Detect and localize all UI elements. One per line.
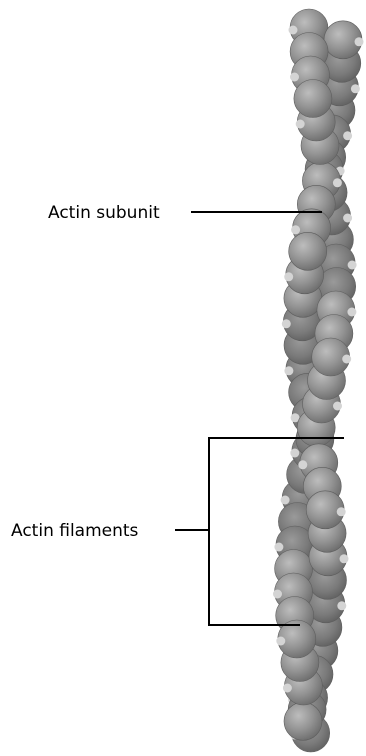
actin-subunit-knob [282,683,292,693]
actin-subunit-bead [293,79,333,118]
actin-subunit-knob [347,260,357,270]
actin-subunit-knob [288,25,298,35]
actin-subunit-knob [337,601,347,611]
actin-subunit-knob [342,354,352,364]
actin-subunit-knob [339,554,349,564]
actin-subunit-knob [354,37,364,47]
actin-subunit-bead [283,701,323,741]
actin-subunit-knob [332,178,342,188]
actin-subunit-knob [290,72,299,82]
actin-subunit-knob [280,495,290,505]
actin-subunit-knob [273,589,282,599]
actin-subunit-knob [350,84,360,94]
actin-filaments-label: Actin filaments [11,521,139,541]
actin-subunit-knob [343,131,353,141]
actin-subunit-knob [290,448,300,458]
actin-subunit-knob [295,119,305,129]
actin-subunit-label: Actin subunit [48,203,160,223]
actin-subunit-knob [291,225,301,235]
leader-lines [175,211,344,626]
actin-subunit-knob [333,401,342,411]
actin-subunit-knob [284,272,294,282]
actin-subunit-knob [274,542,284,552]
actin-subunit-knob [343,213,353,223]
actin-subunit-knob [290,413,300,423]
actin-subunit-bead [288,232,328,271]
actin-subunit-knob [284,366,294,376]
actin-subunit-knob [336,507,346,517]
actin-subunit-knob [276,636,286,646]
actin-filaments-bracket [208,437,344,626]
actin-double-helix [273,8,364,753]
actin-subunit-knob [281,319,291,329]
actin-subunit-knob [347,307,357,317]
actin-subunit-knob [298,460,308,470]
